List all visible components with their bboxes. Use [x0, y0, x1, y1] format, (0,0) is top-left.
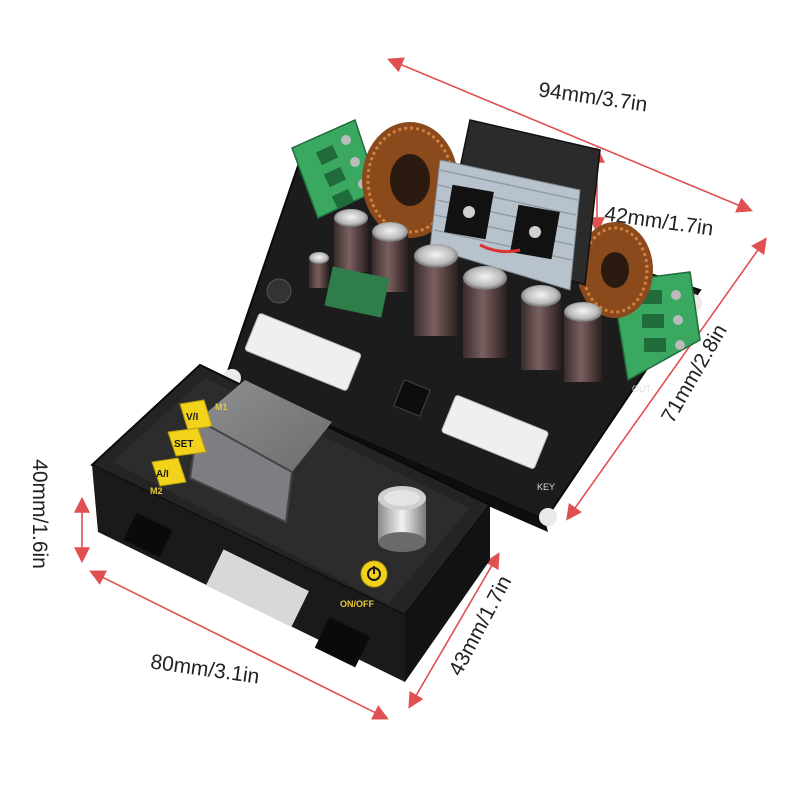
v-button-label: V/I [186, 412, 198, 423]
lcd-screen [198, 380, 332, 472]
board-depth-line [566, 237, 767, 521]
sub-module [324, 266, 390, 318]
m2-label: M2 [150, 486, 163, 496]
m1-label: M1 [215, 402, 228, 412]
power-label: ON/OFF [340, 599, 374, 609]
board-out-label: OUT- [632, 384, 654, 394]
set-button[interactable]: SET [167, 427, 207, 457]
rotary-encoder-knob[interactable] [378, 486, 426, 552]
cooling-fan-heatsink [429, 119, 601, 291]
module-height-label: 40mm/1.6in [27, 459, 51, 569]
panel-buttons: V/I SET A/I M1 M2 [150, 399, 228, 496]
set-button-label: SET [174, 439, 193, 450]
a-button-label: A/I [156, 469, 169, 480]
capacitors [266, 209, 602, 382]
power-button[interactable]: ON/OFF [340, 560, 388, 609]
v-button[interactable]: V/I [179, 399, 213, 431]
board-key-label: KEY [537, 482, 555, 492]
display-module [90, 363, 492, 682]
board-connectors [244, 313, 549, 469]
dimension-lines [74, 57, 767, 720]
module-depth-line [408, 552, 500, 709]
module-width-line [89, 570, 389, 720]
board-width-line [387, 57, 753, 213]
a-button[interactable]: A/I [151, 457, 187, 487]
